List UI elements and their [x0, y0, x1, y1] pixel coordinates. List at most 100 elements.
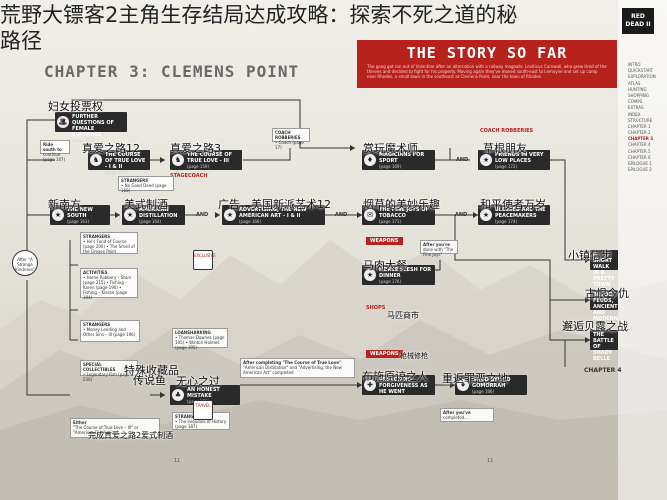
note-head: STRANGERS [175, 414, 203, 419]
right-column [618, 0, 667, 500]
mission-icon: ★ [124, 209, 136, 221]
mission-title: THE BATTLE OF SHADY BELLE [593, 332, 614, 362]
mission-horse-flesh-for-dinner[interactable]: ★ HORSE FLESH FOR DINNER (page 176) [362, 265, 435, 285]
note-head: After completing "The Course of True Lov… [243, 360, 341, 365]
nav-item-epilogue-1[interactable]: EPILOGUE 1 [628, 161, 652, 166]
nav-item-hunting[interactable]: HUNTING [628, 86, 647, 92]
note-loansharking: LOANSHARKING • Thomas Downes (page 195) … [172, 328, 228, 350]
nav-item-chapter-2[interactable]: CHAPTER 2 [628, 130, 651, 136]
mission-page: (page 174) [495, 219, 518, 224]
nav-item-extras[interactable]: EXTRAS [628, 105, 644, 111]
mission-advertising[interactable]: ★ ADVERTISING, THE NEW AMERICAN ART - I … [222, 205, 325, 225]
article-headline: 荒野大镖客2主角生存结局达成攻略：探索不死之道的秘 路径 [0, 2, 517, 54]
nav-item-structure[interactable]: STRUCTURE [628, 117, 653, 123]
mission-american-distillation[interactable]: ★ AMERICAN DISTILLATION (page 164) [122, 205, 185, 225]
mission-icon: ✚ [364, 379, 376, 391]
mission-icon: ★ [224, 209, 236, 221]
nav-item-chapter-5[interactable]: CHAPTER 5 [628, 148, 651, 154]
overlay-label-5: 美式制酒 [124, 198, 168, 211]
mission-title: THE NEW SOUTH [67, 207, 93, 219]
note-text: "The Course of True Love – III" or "Amer… [73, 425, 139, 435]
note-text: done with "The Fine Joys" [423, 247, 454, 257]
and-connector-1: AND [456, 157, 469, 163]
note-head: STRANGERS [121, 178, 149, 183]
chapter-nav: INTRO QUICKSTART EXPLORATION ATLAS HUNTI… [628, 62, 666, 173]
mission-fine-joys-of-tobacco[interactable]: ✉ THE FINE JOYS OF TOBACCO (page 171) [362, 205, 435, 225]
travel-badge: TRAVEL [193, 400, 213, 420]
note-coach: COACH ROBBERIES • Coach (page 17) [272, 128, 310, 150]
mission-friends-in-low-places[interactable]: ★ FRIENDS IN VERY LOW PLACES (page 172) [478, 150, 550, 170]
page-number-right: 11 [487, 458, 494, 464]
overlay-label-7: 赏玩魔术师 [363, 142, 418, 155]
note-head: ACTIVITIES [83, 270, 108, 275]
nav-item-chapter-4[interactable]: CHAPTER 4 [628, 142, 651, 148]
mission-icon: ★ [480, 154, 492, 166]
mission-title: FURTHER QUESTIONS OF FEMALE SUFFRAGE [72, 114, 115, 138]
note-head: STRANGERS [83, 322, 111, 327]
overlay-label-10: 和平使者万岁 [480, 198, 546, 211]
overlay-label-21: 重返罪恶之地 [442, 372, 508, 385]
banner-text: The gang got run out of Valentine after … [367, 64, 607, 79]
nav-item-chapter-6[interactable]: CHAPTER 6 [628, 154, 651, 160]
note-text: completed... [443, 415, 469, 420]
note-after-completing: After completing "The Course of True Lov… [240, 358, 355, 378]
mission-blood-feuds[interactable]: BLOOD FEUDS, ANCIENT AND MODERN [590, 290, 618, 322]
note-special-collectibles: SPECIAL COLLECTIBLES • Legendary Fish (p… [80, 360, 138, 382]
nav-item-intro[interactable]: INTRO [628, 62, 641, 67]
mission-page: (page 186) [472, 389, 495, 394]
mission-magicians-for-sport[interactable]: ♦ MAGICIANS FOR SPORT (page 169) [362, 150, 435, 170]
mission-short-walk[interactable]: A SHORT WALK IN A PRETTY TOWN [590, 250, 618, 288]
headline-line-1: 荒野大镖客2主角生存结局达成攻略：探索不死之道的秘 [0, 3, 518, 27]
note-head: COACH ROBBERIES [275, 130, 301, 140]
label-weapons-2: WEAPONS [366, 350, 403, 358]
note-after-good-bye: After you've completed... [440, 408, 494, 422]
mission-course-of-true-love-1[interactable]: ♞ THE COURSE OF TRUE LOVE - I & II (page… [88, 150, 150, 175]
mission-title: AN HONEST MISTAKE [187, 387, 220, 399]
nav-item-index[interactable]: INDEX [628, 111, 641, 117]
overlay-label-17: 传说鱼 [133, 374, 166, 387]
note-ride-south: Ride south to continue (page 147) [40, 140, 70, 162]
mission-blessed-are-the-peacemakers[interactable]: ★ BLESSED ARE THE PEACEMAKERS (page 174) [478, 205, 550, 225]
nav-item-chapter-3[interactable]: CHAPTER 3 [628, 136, 654, 142]
mission-good-bye-to-gomorrah[interactable]: ♦ GOOD BYE TO GOMORRAH (page 186) [455, 375, 527, 395]
mission-new-south[interactable]: ★ THE NEW SOUTH (page 163) [50, 205, 110, 225]
overlay-label-3: 真爱之路3 [170, 142, 221, 155]
note-head: STRANGERS [83, 234, 111, 239]
mission-icon: ♞ [90, 154, 102, 166]
nav-item-shopping[interactable]: SHOPPING [628, 92, 649, 98]
game-logo: RED DEAD II [622, 8, 654, 34]
mission-icon: ♣ [172, 389, 184, 401]
overlay-label-19: 完成真爱之路2爱式制酒 [88, 431, 174, 440]
mission-page: (page 163) [67, 219, 90, 224]
mission-icon: ★ [364, 269, 376, 281]
mission-title: PREACHING FORGIVENESS AS HE WENT [379, 377, 428, 395]
mission-preaching-forgiveness[interactable]: ✚ PREACHING FORGIVENESS AS HE WENT (page… [362, 375, 435, 400]
mission-title: ADVERTISING, THE NEW AMERICAN ART - I & … [239, 207, 307, 219]
nav-item-exploration[interactable]: EXPLORATION [628, 74, 656, 80]
note-strangers-3: STRANGERS • Money Lending and Other Sins… [80, 320, 140, 342]
nav-item-quickstart[interactable]: QUICKSTART [628, 68, 654, 74]
nav-item-atlas[interactable]: ATLAS [628, 80, 641, 86]
mission-title: GOOD BYE TO GOMORRAH [472, 377, 511, 389]
nav-item-comps[interactable]: COMPS [628, 99, 643, 105]
mission-title: THE COURSE OF TRUE LOVE - I & II [105, 152, 146, 170]
label-shops: SHOPS [366, 305, 386, 311]
page-number-left: 11 [174, 458, 181, 464]
mission-page: (page 153) [72, 138, 95, 143]
note-after-fine-joys: After you're done with "The Fine Joys" [420, 240, 458, 257]
nav-item-epilogue-2[interactable]: EPILOGUE 2 [628, 167, 652, 173]
mission-page: (page 157) [105, 170, 128, 175]
mission-page: (page 159) [187, 164, 210, 169]
mission-further-questions[interactable]: 🎩 FURTHER QUESTIONS OF FEMALE SUFFRAGE (… [55, 112, 127, 143]
mission-page: (page 176) [379, 279, 402, 284]
nav-item-chapter-1[interactable]: CHAPTER 1 [628, 123, 651, 129]
mission-icon: ♞ [172, 154, 184, 166]
mission-course-of-true-love-3[interactable]: ♞ THE COURSE OF TRUE LOVE - III (page 15… [170, 150, 242, 170]
and-connector-4: AND [335, 212, 348, 218]
mission-icon: ✉ [364, 209, 376, 221]
and-connector-3: AND [196, 212, 209, 218]
overlay-label-14: 古恨今仇 [585, 287, 629, 300]
mission-battle-of-shady-belle[interactable]: THE BATTLE OF SHADY BELLE [590, 330, 618, 362]
